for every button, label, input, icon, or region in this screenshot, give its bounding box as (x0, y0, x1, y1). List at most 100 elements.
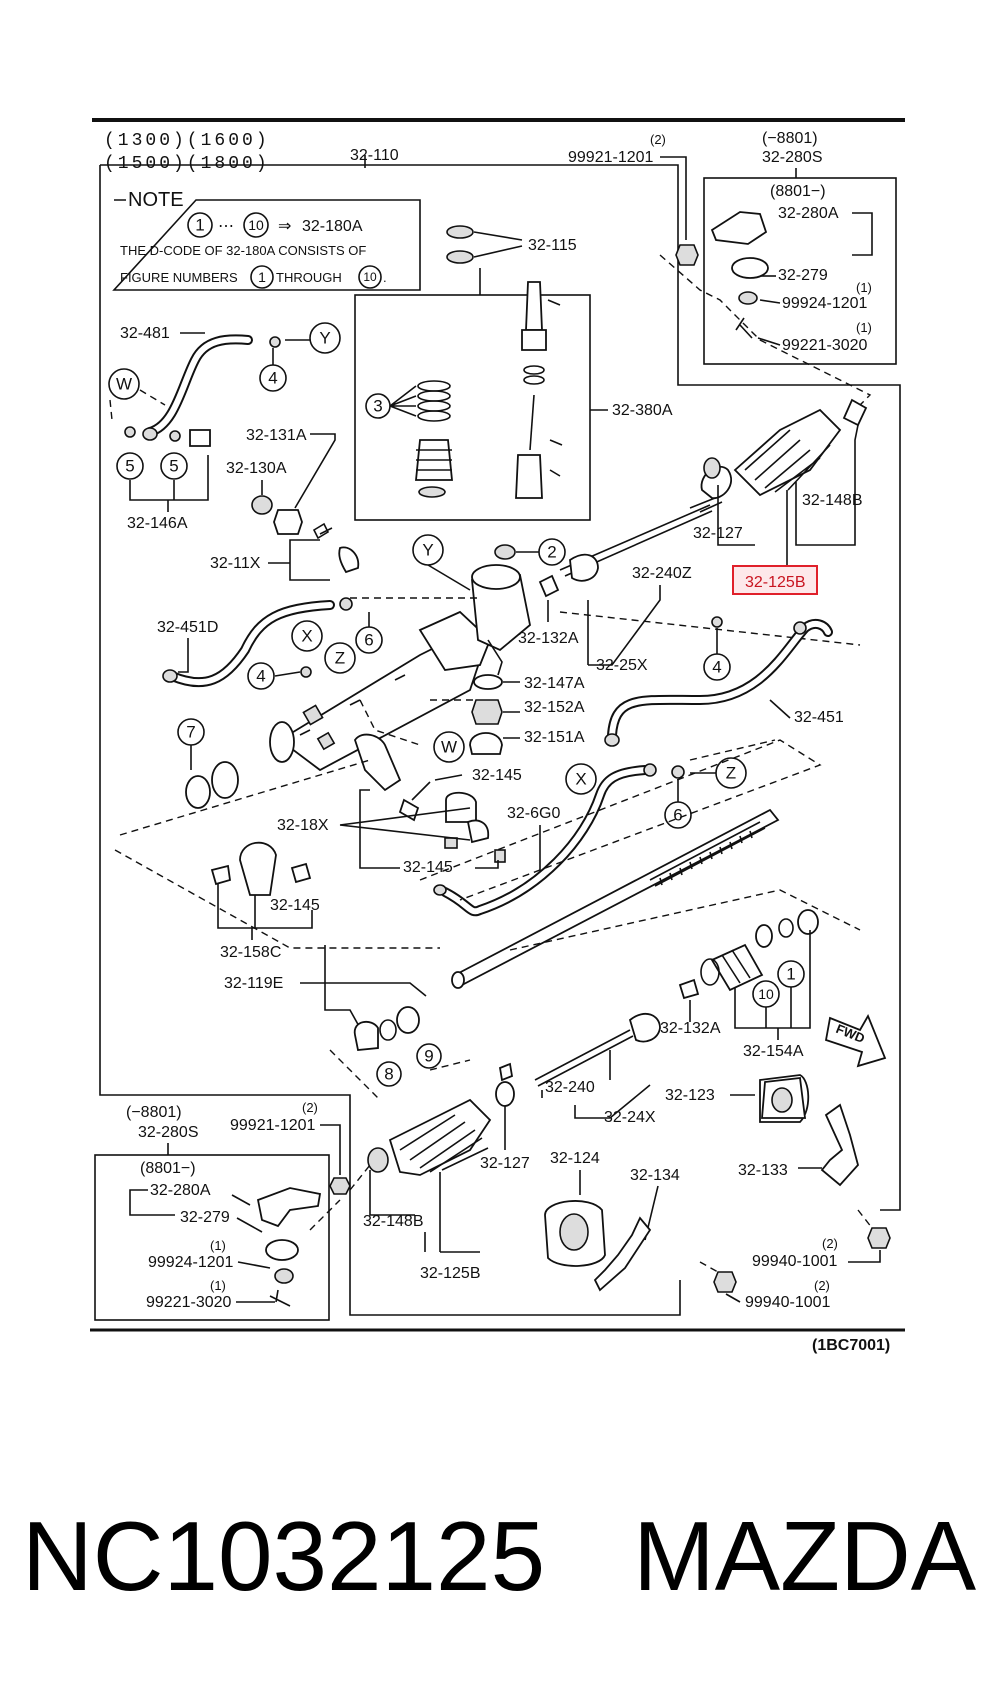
callout-8-text: 8 (384, 1065, 393, 1084)
label-32-115: 32-115 (528, 237, 577, 254)
label-99221-3020-bot: 99221-3020 (146, 1294, 232, 1311)
label-32-125B-bot: 32-125B (420, 1265, 481, 1282)
note-circle-10 (243, 212, 269, 238)
seal-32-115: 32-115 (446, 225, 577, 264)
label-32-380A: 32-380A (612, 402, 673, 419)
label-32-24X: 32-24X (604, 1109, 656, 1126)
note-line3-pre: FIGURE NUMBERS (120, 270, 238, 285)
label-32-152A: 32-152A (524, 699, 585, 716)
label-32-145-a: 32-145 (472, 767, 522, 784)
label-32-18X: 32-18X (277, 817, 329, 834)
label-99924-1201-top: 99924-1201 (782, 295, 868, 312)
note-line2: THE D-CODE OF 32-180A CONSISTS OF (120, 243, 366, 258)
callout-4-b (247, 662, 275, 690)
rack-end-32-240Z: 32-240Z 32-132A 32-25X (518, 497, 723, 674)
label-32-130A: 32-130A (226, 460, 287, 477)
callout-5-a (116, 452, 144, 480)
caption-part-number: NC1032125 (22, 1501, 546, 1611)
label-32-240Z: 32-240Z (632, 565, 692, 582)
tube-32-6G0: 32-6G0 (433, 763, 657, 917)
diagram-code: (1BC7001) (812, 1337, 890, 1354)
steering-gear-housing (269, 564, 531, 772)
pressure-line-32-451: 32-451 (604, 618, 844, 747)
callout-4-a-text: 4 (268, 369, 277, 388)
label-99940-1001-a: 99940-1001 (752, 1253, 838, 1270)
label-99924-1201-bot: 99924-1201 (148, 1254, 234, 1271)
label-8801b-top: (8801−) (770, 183, 826, 200)
seal-kit-32-119E: 32-119E 8 9 (224, 945, 471, 1101)
callout-4-c-text: 4 (712, 658, 721, 677)
label-99221-3020-top: 99221-3020 (782, 337, 868, 354)
qty-99921-top: (2) (650, 132, 666, 147)
label-32-148B-bot: 32-148B (363, 1213, 424, 1230)
bracket-parts-32-18X: 32-145 32-18X 32-145 (277, 733, 522, 876)
engine-code-line2: (1500)(1800) (104, 154, 270, 174)
bracket-32-133: 32-133 (738, 1103, 859, 1187)
label-32-158C: 32-158C (220, 944, 281, 961)
main-frame-lower (99, 165, 681, 1316)
callout-6-a-text: 6 (364, 631, 373, 650)
callout-X-1 (291, 620, 323, 652)
connectors-32-131A-130A: 32-131A 32-130A (226, 427, 336, 535)
callout-Y-2-text: Y (422, 541, 433, 560)
label-32-124: 32-124 (550, 1150, 600, 1167)
note-target: 32-180A (302, 218, 363, 235)
label-32-25X: 32-25X (596, 657, 648, 674)
qty-99221-top: (1) (856, 320, 872, 335)
nut-99924-top (738, 291, 758, 305)
nut-99921-bot (329, 1177, 351, 1195)
qty-99940-a: (2) (822, 1236, 838, 1251)
bracket-32-134: 32-134 (593, 1167, 680, 1292)
boot-kit-bottom: 32-127 32-148B 32-125B (363, 1062, 530, 1282)
label-8801b-bot: (8801−) (140, 1160, 196, 1177)
label-32-127-top: 32-127 (693, 525, 743, 542)
seal-callout-2 (494, 544, 516, 560)
rack-bar (451, 808, 780, 989)
callout-4-b-text: 4 (256, 667, 265, 686)
label-32-280S-top: 32-280S (762, 149, 823, 166)
callout-Y-1-text: Y (319, 329, 330, 348)
label-32-134: 32-134 (630, 1167, 680, 1184)
label-32-481: 32-481 (120, 325, 170, 342)
callout-9-text: 9 (424, 1047, 433, 1066)
qty-99221-bot: (1) (210, 1278, 226, 1293)
callout-6-b-text: 6 (673, 806, 682, 825)
callout-X-1-text: X (301, 627, 312, 646)
note-title: NOTE (128, 189, 184, 211)
callout-1-text: 1 (786, 965, 795, 984)
note-range-end: 10 (248, 217, 264, 233)
label-32-131A: 32-131A (246, 427, 307, 444)
label-32-127-bot: 32-127 (480, 1155, 530, 1172)
label-32-280S-bot: 32-280S (138, 1124, 199, 1141)
highlight-box-32-125B (732, 565, 818, 595)
callout-W-2-text: W (441, 738, 457, 757)
leader-99921-top (660, 156, 687, 240)
cotter-pin-top (735, 317, 753, 339)
callout-X-2 (565, 763, 597, 795)
callout-5-b-text: 5 (169, 457, 178, 476)
label-32-240: 32-240 (545, 1079, 595, 1096)
return-line-32-451D: 32-451D (157, 597, 353, 688)
label-32-148B-top: 32-148B (802, 492, 863, 509)
hose-fittings-32-11X: 32-11X (210, 522, 360, 581)
callout-5-b (160, 452, 188, 480)
label-99921-1201-top: 99921-1201 (568, 149, 654, 166)
boot-32-279-top (731, 257, 769, 279)
callout-3-text: 3 (373, 397, 382, 416)
label-32-11X: 32-11X (210, 555, 261, 572)
note-range-sep: ⋯ (218, 218, 234, 235)
seal-kit-32-154A: 10 1 32-154A (509, 889, 861, 1060)
callout-X-2-text: X (575, 770, 586, 789)
label-32-154A: 32-154A (743, 1043, 804, 1060)
label-32-132A-bot: 32-132A (660, 1020, 721, 1037)
valve-assembly-box-32-380A: 32-380A 3 (354, 268, 673, 521)
note-box: NOTE 1 ⋯ 10 ⇒ 32-180A THE D-CODE OF 32-1… (112, 189, 421, 291)
callout-W-1 (108, 368, 140, 400)
callout-Z-1 (324, 642, 356, 674)
note-range-start: 1 (195, 216, 204, 235)
note-line3-b: 10 (363, 270, 377, 284)
pressure-line-32-481: 32-481 (120, 325, 281, 441)
label-32-451: 32-451 (794, 709, 844, 726)
callout-Z-1-text: Z (335, 649, 345, 668)
